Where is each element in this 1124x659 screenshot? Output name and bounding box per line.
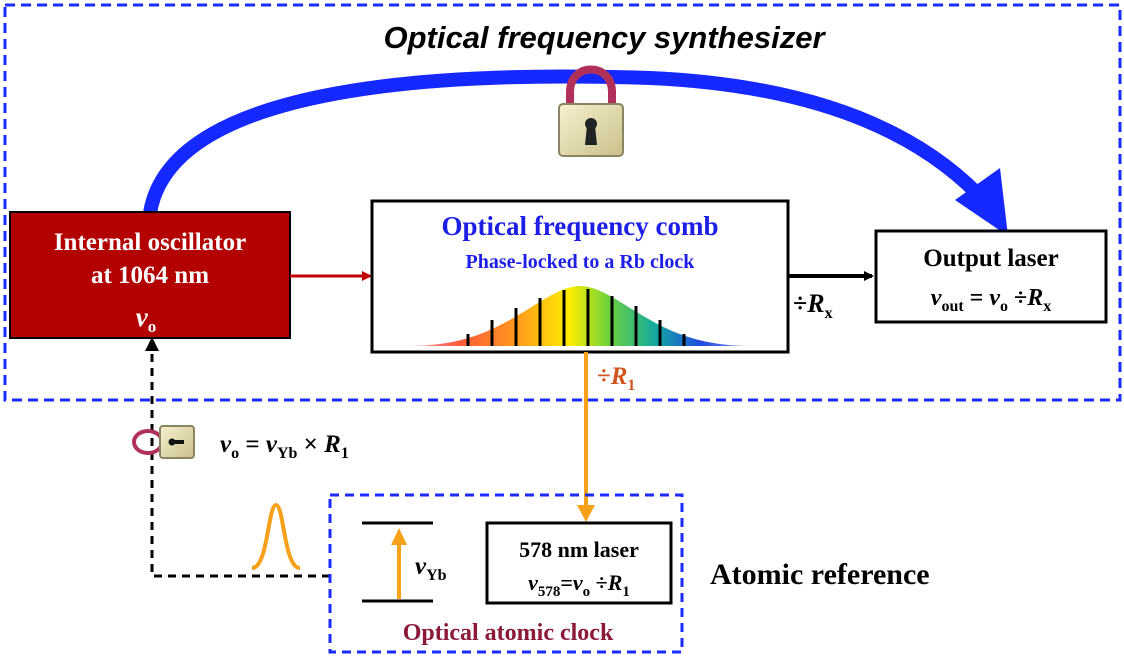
small-lock — [132, 425, 195, 459]
comb-title: Optical frequency comb — [442, 211, 719, 241]
atomic-clock-label: Optical atomic clock — [403, 620, 614, 646]
spectral-line-icon — [251, 502, 301, 570]
comb-spectrum — [408, 286, 752, 346]
output-laser-box — [874, 229, 1108, 324]
output-laser-equation: νout = νo ÷Rx — [931, 285, 1051, 315]
synthesizer-frame — [3, 3, 1122, 402]
blue-arc-arrowhead — [955, 168, 1008, 236]
div-r1-label: ÷R1 — [597, 363, 635, 394]
atomic-reference-label: Atomic reference — [710, 558, 930, 591]
padlock-icon — [558, 65, 624, 157]
lock-equation: νo = νYb × R1 — [220, 431, 349, 462]
feedback-arrowhead — [145, 337, 159, 351]
transition-arrowhead — [391, 528, 407, 545]
orange-arrowhead — [577, 505, 595, 522]
oscillator-nu-o: νo — [136, 302, 156, 336]
comb-teeth — [466, 289, 686, 346]
div-rx-label: ÷Rx — [793, 289, 833, 322]
laser-578-title: 578 nm laser — [519, 537, 639, 562]
output-laser-title: Output laser — [923, 245, 1058, 272]
oscillator-line2: at 1064 nm — [91, 262, 209, 289]
comb-subtitle: Phase-locked to a Rb clock — [466, 251, 696, 273]
transition-label: νYb — [415, 553, 447, 584]
keyhole-icon — [168, 438, 184, 446]
synthesizer-title: Optical frequency synthesizer — [383, 20, 826, 55]
oscillator-line1: Internal oscillator — [54, 229, 246, 256]
laser-578-equation: ν578=νo ÷R1 — [528, 570, 630, 600]
laser-578-box — [485, 521, 673, 605]
feedback-dashed-line — [150, 346, 330, 578]
